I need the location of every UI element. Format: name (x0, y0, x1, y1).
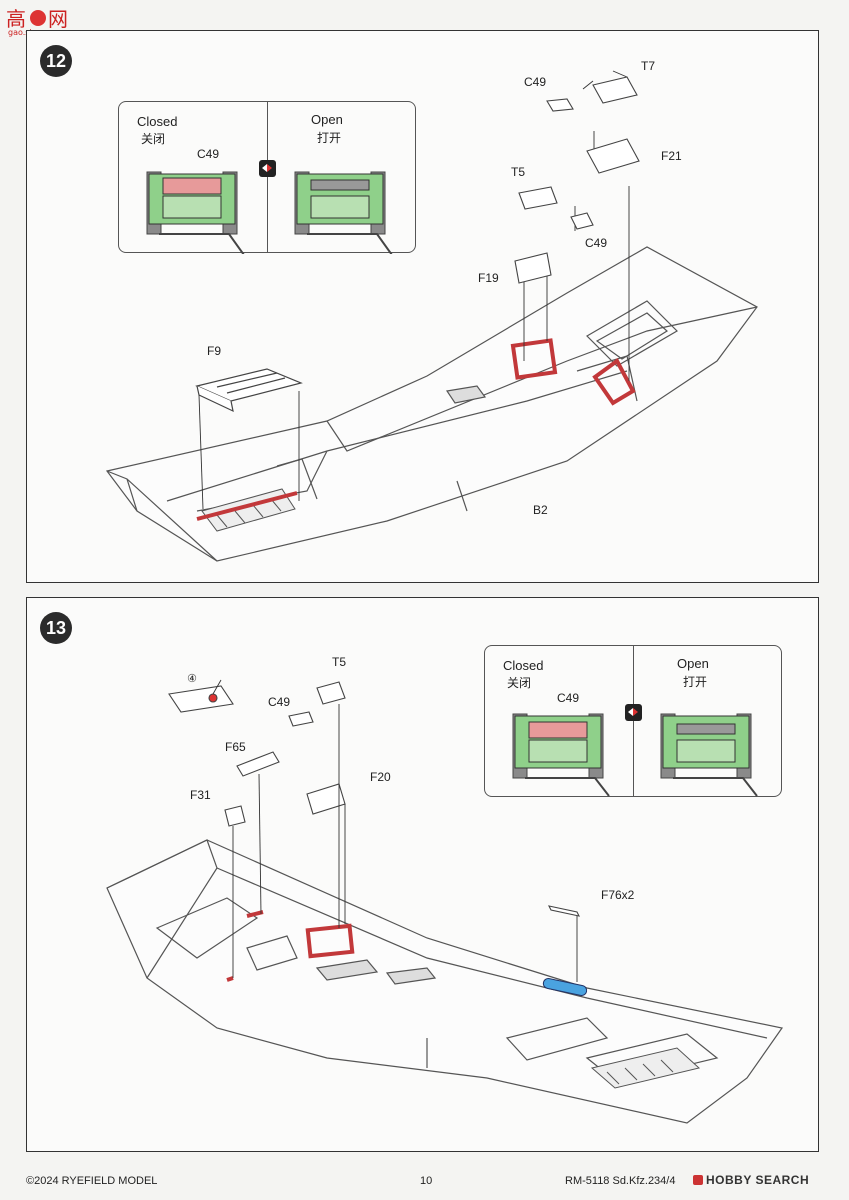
hatch-drawings (512, 713, 758, 797)
part-label-f21: F21 (661, 149, 682, 163)
open-label: Open (677, 656, 709, 671)
step-12-panel: 12 Closed 关闭 Open 打开 C49 (26, 30, 819, 583)
part-label-c49: C49 (197, 147, 220, 161)
open-label: Open (311, 112, 343, 127)
step-number: 12 (40, 45, 72, 77)
swap-arrows-icon (625, 704, 642, 721)
part-label-c49: C49 (524, 75, 547, 89)
part-label-c49: C49 (557, 691, 580, 705)
step-13-panel: 13 Closed 关闭 Open 打开 C49 (26, 597, 819, 1152)
part-label-c49: C49 (268, 695, 291, 709)
part-label-f76: F76x2 (601, 888, 635, 902)
hobby-search-watermark: HOBBY SEARCH (693, 1173, 809, 1187)
part-label-b2: B2 (533, 503, 548, 517)
part-label-f9: F9 (207, 344, 222, 358)
page-number: 10 (420, 1175, 433, 1187)
swap-arrows-icon (259, 160, 276, 177)
part-label-t5: T5 (511, 165, 526, 179)
hull-assembly-drawing-12 (105, 70, 758, 562)
site-logo-icon: 高 网 (6, 7, 68, 31)
part-label-t5: T5 (332, 655, 347, 669)
hatch-state-callout: Closed 关闭 Open 打开 C49 (118, 101, 416, 254)
brand-text: HOBBY SEARCH (706, 1173, 810, 1187)
closed-label-zh: 关闭 (507, 676, 532, 690)
brand-mark-icon (693, 1175, 703, 1185)
callout-divider (267, 102, 268, 252)
footer-copyright: ©2024 RYEFIELD MODEL (26, 1175, 158, 1187)
svg-text:网: 网 (48, 7, 68, 31)
open-label-zh: 打开 (683, 675, 708, 689)
callout-divider (633, 646, 634, 796)
hull-assembly-drawing-13 (106, 679, 784, 1124)
part-label-f20: F20 (370, 770, 391, 784)
kit-code: RM-5118 Sd.Kfz.234/4 (565, 1175, 676, 1187)
hatch-drawings (146, 171, 393, 254)
closed-label-zh: 关闭 (141, 132, 166, 146)
part-label-f31: F31 (190, 788, 211, 802)
open-label-zh: 打开 (317, 131, 342, 145)
step-number: 13 (40, 612, 72, 644)
svg-text:高: 高 (6, 7, 26, 31)
hatch-state-callout: Closed 关闭 Open 打开 C49 (484, 645, 782, 797)
part-label-c49: C49 (585, 236, 608, 250)
step-marker: ④ (187, 673, 197, 685)
part-label-f19: F19 (478, 271, 499, 285)
part-label-t7: T7 (641, 59, 656, 73)
closed-label: Closed (137, 114, 178, 129)
closed-label: Closed (503, 658, 544, 673)
part-label-f65: F65 (225, 740, 246, 754)
